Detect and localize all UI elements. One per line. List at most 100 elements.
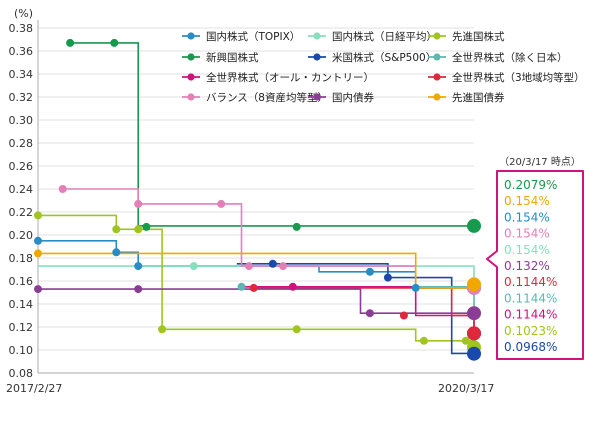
callout-value: 0.154% bbox=[504, 194, 550, 208]
y-unit-label: (%) bbox=[14, 7, 33, 20]
series-marker-5 bbox=[383, 273, 392, 282]
series-marker-9 bbox=[217, 199, 226, 208]
legend-swatch-dot bbox=[187, 32, 195, 40]
legend-swatch-dot bbox=[433, 32, 441, 40]
series-marker-5 bbox=[467, 346, 481, 361]
legend-label: 国内株式（日経平均） bbox=[332, 30, 437, 43]
series-marker-3 bbox=[292, 325, 301, 334]
series-marker-3 bbox=[158, 325, 167, 334]
x-start-label: 2017/2/27 bbox=[6, 382, 62, 395]
y-tick-label: 0.10 bbox=[9, 344, 34, 357]
legend-label: 先進国債券 bbox=[452, 91, 505, 104]
series-marker-9 bbox=[134, 199, 143, 208]
callout-value: 0.1144% bbox=[504, 291, 557, 305]
y-tick-label: 0.34 bbox=[9, 68, 34, 81]
callout-value: 0.154% bbox=[504, 227, 550, 241]
series-marker-3 bbox=[419, 336, 428, 345]
series-marker-10 bbox=[34, 285, 42, 294]
series-marker-4 bbox=[292, 222, 301, 231]
series-marker-3 bbox=[34, 211, 42, 220]
callout-box: （20/3/17 時点） 0.2079% 0.154% 0.154% 0.154% 0.1… bbox=[486, 156, 584, 360]
legend-label: 新興国株式 bbox=[206, 51, 259, 64]
callout-border bbox=[486, 170, 584, 360]
callout-value: 0.1023% bbox=[504, 324, 557, 338]
series-marker-1 bbox=[112, 248, 121, 257]
series-line-6 bbox=[241, 286, 475, 334]
legend-swatch-dot bbox=[187, 73, 195, 81]
series-line-9 bbox=[62, 188, 474, 289]
y-tick-label: 0.28 bbox=[9, 137, 34, 150]
series-line-10 bbox=[38, 288, 474, 314]
series-marker-10 bbox=[365, 309, 374, 318]
series-marker-10 bbox=[467, 306, 481, 321]
legend-label: 国内株式（TOPIX） bbox=[206, 30, 300, 43]
series-marker-9 bbox=[279, 262, 287, 271]
y-tick-label: 0.36 bbox=[9, 45, 34, 58]
callout-value: 0.0968% bbox=[504, 340, 557, 354]
legend-swatch-dot bbox=[313, 93, 321, 101]
legend-swatch-dot bbox=[433, 53, 441, 61]
series-marker-3 bbox=[134, 225, 143, 234]
y-tick-label: 0.24 bbox=[9, 183, 34, 196]
grid-lines bbox=[37, 20, 474, 374]
y-tick-label: 0.38 bbox=[9, 22, 34, 35]
series-line-7 bbox=[241, 286, 475, 334]
callout-value: 0.154% bbox=[504, 243, 550, 257]
series-marker-6 bbox=[237, 282, 246, 291]
series-line-4 bbox=[70, 42, 474, 227]
series-marker-1 bbox=[365, 267, 374, 276]
series-marker-8 bbox=[467, 326, 481, 341]
y-tick-label: 0.16 bbox=[9, 275, 34, 288]
callout-value: 0.132% bbox=[504, 259, 550, 273]
y-tick-label: 0.30 bbox=[9, 114, 34, 127]
y-tick-label: 0.08 bbox=[9, 367, 34, 380]
legend-label: 先進国株式 bbox=[452, 30, 505, 43]
legend-label: 全世界株式（除く日本） bbox=[452, 51, 568, 64]
y-tick-label: 0.12 bbox=[9, 321, 34, 334]
series-marker-11 bbox=[467, 277, 481, 292]
series-marker-1 bbox=[411, 283, 420, 292]
y-tick-label: 0.22 bbox=[9, 206, 34, 219]
series-marker-4 bbox=[66, 38, 75, 47]
series-line-8 bbox=[253, 287, 475, 334]
series-marker-9 bbox=[58, 185, 67, 193]
legend-swatch-dot bbox=[187, 93, 195, 101]
series-marker-9 bbox=[245, 262, 253, 271]
series-lines bbox=[38, 42, 475, 355]
series-markers bbox=[34, 38, 481, 361]
legend-swatch-dot bbox=[433, 93, 441, 101]
series-marker-4 bbox=[142, 222, 151, 231]
series-marker-1 bbox=[134, 262, 143, 271]
series-marker-3 bbox=[461, 336, 470, 345]
series-marker-7 bbox=[288, 282, 297, 291]
legend-swatch-dot bbox=[187, 53, 195, 61]
series-marker-2 bbox=[189, 262, 198, 271]
series-marker-11 bbox=[34, 249, 42, 258]
callout-title: （20/3/17 時点） bbox=[499, 156, 581, 168]
series-marker-4 bbox=[467, 218, 481, 233]
series-marker-8 bbox=[249, 283, 258, 292]
y-tick-label: 0.20 bbox=[9, 229, 34, 242]
y-tick-label: 0.14 bbox=[9, 298, 34, 311]
series-line-11 bbox=[38, 252, 474, 289]
legend-label: 全世界株式（3地域均等型） bbox=[452, 71, 585, 84]
series-marker-5 bbox=[268, 259, 277, 268]
series-marker-8 bbox=[399, 311, 408, 320]
callout-value: 0.154% bbox=[504, 210, 550, 224]
y-tick-label: 0.26 bbox=[9, 160, 34, 173]
series-marker-10 bbox=[134, 285, 143, 294]
series-marker-4 bbox=[110, 38, 119, 47]
legend-label: 全世界株式（オール・カントリー） bbox=[206, 71, 374, 84]
callout-value: 0.2079% bbox=[504, 178, 557, 192]
series-line-5 bbox=[236, 263, 474, 355]
legend-label: バランス（8資産均等型） bbox=[206, 91, 328, 104]
legend-label: 国内債券 bbox=[332, 91, 374, 104]
legend-swatch-dot bbox=[313, 32, 321, 40]
x-end-label: 2020/3/17 bbox=[438, 382, 494, 395]
y-tick-label: 0.32 bbox=[9, 91, 34, 104]
legend-label: 米国株式（S&P500） bbox=[332, 51, 436, 64]
callout-value: 0.1144% bbox=[504, 308, 557, 322]
legend-swatch-dot bbox=[433, 73, 441, 81]
